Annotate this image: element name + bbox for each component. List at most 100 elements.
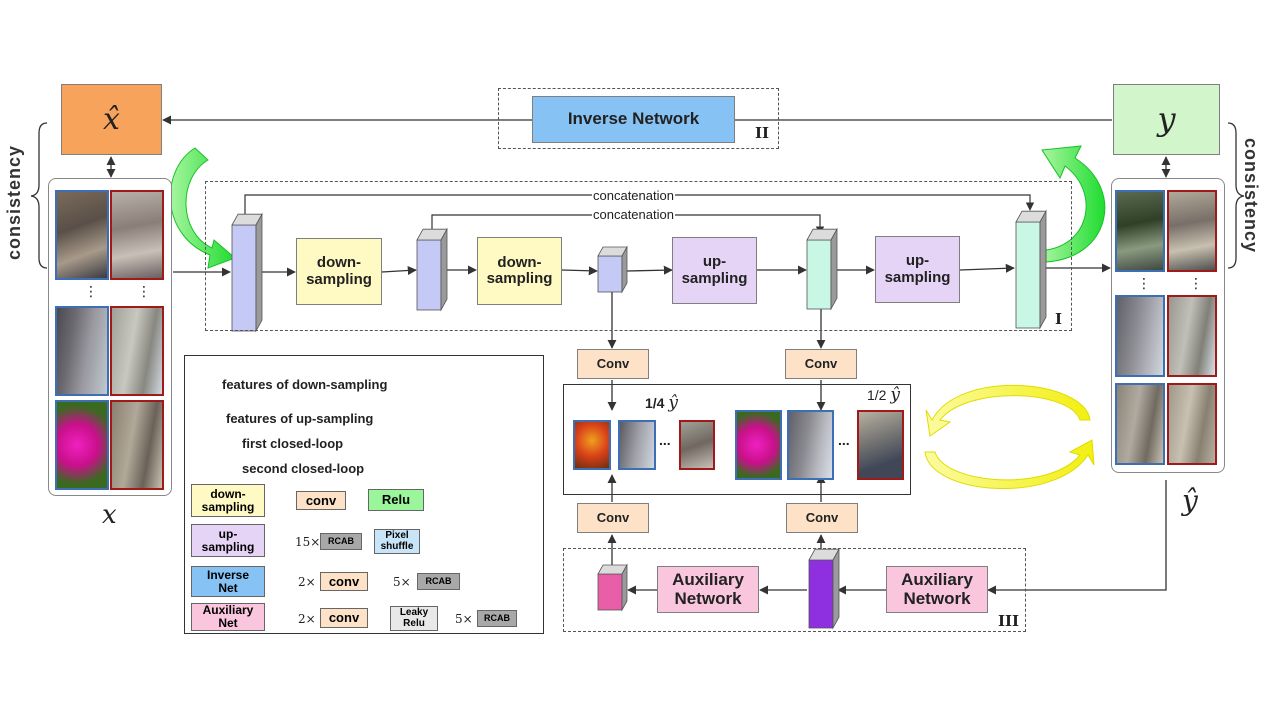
legend-features-down-label: features of down-sampling	[222, 377, 388, 392]
down-sampling-label: down- sampling	[486, 253, 553, 287]
legend-conv-label: conv	[305, 492, 337, 508]
quarter-thumb-2	[618, 420, 656, 470]
down-sampling-label: down- sampling	[306, 254, 372, 288]
legend-conv-label: conv	[328, 573, 360, 589]
conv-label: Conv	[596, 509, 630, 525]
inverse-network-box: Inverse Network	[532, 96, 735, 143]
half-thumb-2	[787, 410, 834, 480]
quarter-thumb-1	[573, 420, 611, 470]
flow-arrow-5	[626, 265, 673, 275]
legend-pixel-shuffle-label: Pixel shuffle	[380, 530, 414, 552]
legend-relu-box: Relu	[368, 489, 424, 511]
consistency-label-right: consistency	[1241, 138, 1261, 254]
output-thumb-blue-1	[1115, 190, 1165, 272]
legend-5x-a: 5×	[393, 575, 411, 589]
concatenation-label-inner: concatenation	[592, 207, 675, 222]
up-feature-cube-2	[1015, 209, 1047, 330]
quarter-y-hat: ŷ	[668, 393, 678, 413]
vertical-dots: ⋮	[84, 283, 98, 299]
half-y-hat: ŷ	[890, 385, 900, 405]
legend-rcab-box: RCAB	[320, 533, 362, 550]
y-box: y	[1113, 84, 1220, 155]
auxiliary-network-label: Auxiliary Network	[672, 569, 744, 608]
multiscale-output-panel	[563, 384, 911, 495]
up-sampling-label: up- sampling	[681, 253, 748, 287]
down-feature-cube-2	[416, 227, 448, 312]
legend-inverse-net-box: Inverse Net	[191, 566, 265, 597]
flow-arrow-8	[959, 263, 1015, 273]
conv-box-bottom-1: Conv	[577, 503, 649, 533]
yellow-loop-arrow-bottom	[924, 439, 1095, 489]
flow-arrow-4	[561, 266, 598, 276]
legend-rcab-box-2: RCAB	[417, 573, 460, 590]
legend-auxiliary-net-box: Auxiliary Net	[191, 603, 265, 631]
input-thumb-blue-1	[55, 190, 109, 280]
legend-down-sampling-box: down- sampling	[191, 484, 265, 517]
legend-auxiliary-net-label: Auxiliary Net	[202, 603, 254, 630]
flow-arrow-2	[381, 265, 417, 276]
auxiliary-network-box-1: Auxiliary Network	[657, 566, 759, 613]
right-brace	[1227, 122, 1245, 269]
y-symbol: y	[1157, 99, 1176, 138]
half-thumb-1	[735, 410, 782, 480]
vertical-dots: ⋮	[137, 283, 151, 299]
roman-numeral-i: I	[1055, 310, 1063, 328]
legend-up-sampling-box: up- sampling	[191, 524, 265, 557]
x-label: x	[102, 500, 117, 530]
y-hat-label: ŷ	[1182, 484, 1198, 517]
legend-rcab-box-3: RCAB	[477, 610, 517, 627]
conv-label: Conv	[805, 509, 839, 525]
up-sampling-label: up- sampling	[884, 252, 951, 286]
green-loop-arrow-right	[1041, 145, 1106, 263]
legend-down-sampling-label: down- sampling	[201, 486, 255, 514]
legend-features-up-label: features of up-sampling	[226, 411, 374, 426]
quarter-scale-label: 1/4 ŷ	[645, 393, 678, 413]
legend-leaky-relu-label: Leaky Relu	[399, 607, 429, 629]
half-thumb-3	[857, 410, 904, 480]
conv-box-top-2: Conv	[785, 349, 857, 379]
consistency-label-left: consistency	[4, 145, 24, 261]
quarter-thumb-3	[679, 420, 715, 470]
legend-2x-a: 2×	[298, 575, 316, 589]
output-thumb-red-2	[1167, 295, 1217, 377]
down-feature-cube-1	[231, 212, 263, 333]
inverse-network-label: Inverse Network	[567, 109, 700, 129]
auxiliary-network-label: Auxiliary Network	[901, 569, 973, 608]
down-sampling-box-2: down- sampling	[477, 237, 562, 305]
legend-inverse-net-label: Inverse Net	[206, 567, 250, 595]
legend-relu-label: Relu	[381, 492, 411, 508]
up-feature-cube-1	[806, 227, 838, 311]
output-thumb-blue-3	[1115, 383, 1165, 465]
conv-label: Conv	[804, 355, 838, 371]
main-network-region	[205, 181, 1072, 331]
legend-conv-box-3: conv	[320, 608, 368, 628]
left-brace	[30, 122, 48, 269]
legend-5x-b: 5×	[455, 612, 473, 626]
legend-first-loop-label: first closed-loop	[242, 436, 344, 451]
input-thumb-red-1	[110, 190, 164, 280]
auxiliary-network-box-2: Auxiliary Network	[886, 566, 988, 613]
legend-conv-box: conv	[296, 491, 346, 510]
ellipsis: ...	[838, 432, 850, 448]
output-thumb-red-3	[1167, 383, 1217, 465]
half-scale-text: 1/2	[867, 387, 887, 403]
legend-up-sampling-label: up- sampling	[201, 526, 255, 554]
output-thumb-blue-2	[1115, 295, 1165, 377]
legend-leaky-relu-box: Leaky Relu	[390, 606, 438, 631]
legend-rcab-label: RCAB	[484, 612, 510, 623]
yellow-loop-arrow-top	[925, 384, 1091, 437]
conv-box-top-1: Conv	[577, 349, 649, 379]
legend-conv-box-2: conv	[320, 572, 368, 591]
legend-conv-label: conv	[328, 610, 360, 626]
legend-second-loop-label: second closed-loop	[242, 461, 365, 476]
input-thumb-blue-2	[55, 306, 109, 396]
input-thumb-red-2	[110, 306, 164, 396]
yhat-to-aux-line	[987, 480, 1167, 595]
legend-pixel-shuffle-box: Pixel shuffle	[374, 529, 420, 554]
aux-feature-cube-pink	[597, 563, 628, 612]
ellipsis: ...	[659, 432, 671, 448]
legend-rcab-label: RCAB	[425, 575, 452, 586]
half-scale-label: 1/2 ŷ	[867, 385, 900, 405]
conv-label: Conv	[596, 355, 630, 371]
x-hat-symbol: x̂	[103, 102, 120, 137]
